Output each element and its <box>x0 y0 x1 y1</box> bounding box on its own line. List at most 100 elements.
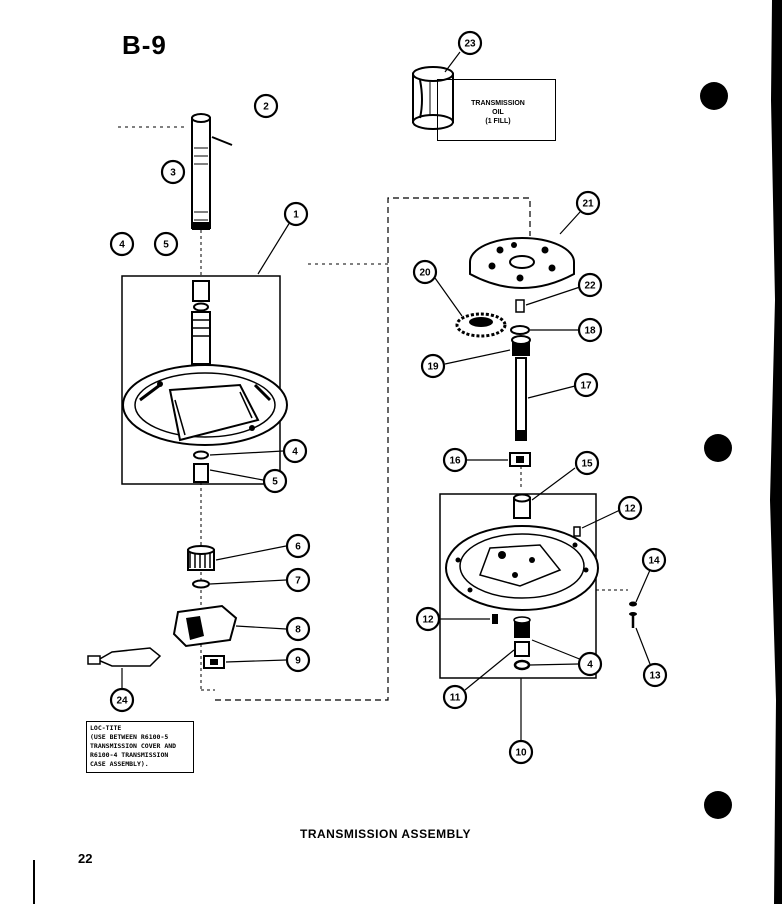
bracket-part <box>172 604 238 648</box>
callout-circle <box>109 231 135 257</box>
callout-circle <box>641 547 667 573</box>
callout-circle <box>442 684 468 710</box>
oil-can-icon <box>412 66 454 130</box>
callout-18: 18 <box>577 317 603 343</box>
callout-circle <box>160 159 186 185</box>
drive-pulley-part <box>469 237 575 289</box>
transmission-case-box <box>121 275 281 485</box>
callout-9: 9 <box>285 647 311 673</box>
callout-5: 5 <box>262 468 288 494</box>
callout-number: 22 <box>584 281 596 292</box>
callout-12: 12 <box>617 495 643 521</box>
callout-8: 8 <box>285 616 311 642</box>
callout-circle <box>415 606 441 632</box>
callout-number: 8 <box>295 625 301 636</box>
callout-circle <box>109 687 135 713</box>
callout-circle <box>420 353 446 379</box>
callout-number: 14 <box>648 556 660 567</box>
callout-number: 17 <box>580 381 592 392</box>
callout-circle <box>617 495 643 521</box>
binder-hole-top <box>700 82 728 110</box>
callout-number: 12 <box>422 615 434 626</box>
callout-number: 4 <box>292 447 298 458</box>
callout-number: 5 <box>272 477 278 488</box>
shaft-part <box>191 113 211 230</box>
callout-4: 4 <box>577 651 603 677</box>
callout-17: 17 <box>573 372 599 398</box>
callout-number: 18 <box>584 326 596 337</box>
callout-16: 16 <box>442 447 468 473</box>
binder-hole-middle <box>704 434 732 462</box>
note-line: CASE ASSEMBLY). <box>90 760 149 768</box>
pinion-gear-part <box>187 545 215 571</box>
callout-circle <box>577 272 603 298</box>
callout-number: 9 <box>295 656 301 667</box>
callout-circle <box>442 447 468 473</box>
callout-circle <box>282 438 308 464</box>
page-id: B-9 <box>122 30 167 60</box>
callout-circle <box>574 450 600 476</box>
note-line: R6100-4 TRANSMISSION <box>90 751 169 759</box>
transmission-cover-box <box>439 493 597 679</box>
callout-2: 2 <box>253 93 279 119</box>
callout-6: 6 <box>285 533 311 559</box>
callout-number: 2 <box>263 102 269 113</box>
page-right-edge <box>770 0 782 904</box>
callout-circle <box>412 259 438 285</box>
loc-tite-tube-icon <box>87 647 162 667</box>
note-line: TRANSMISSION COVER AND <box>90 742 177 750</box>
callout-number: 12 <box>624 504 636 515</box>
callout-21: 21 <box>575 190 601 216</box>
callout-circle <box>283 201 309 227</box>
transmission-case-part <box>122 311 288 446</box>
transmission-oil-label: TRANSMISSION OIL (1 FILL) <box>446 99 550 126</box>
drive-gear-part <box>455 312 507 338</box>
callout-1: 1 <box>283 201 309 227</box>
callout-number: 1 <box>293 210 299 221</box>
callout-24: 24 <box>109 687 135 713</box>
callout-number: 21 <box>582 199 594 210</box>
callout-20: 20 <box>412 259 438 285</box>
callout-number: 24 <box>116 696 128 707</box>
callout-11: 11 <box>442 684 468 710</box>
page-number: 22 <box>78 851 93 866</box>
callout-circle <box>573 372 599 398</box>
loc-tite-note-box: LOC-TITE (USE BETWEEN R6100-5 TRANSMISSI… <box>86 721 194 773</box>
callout-number: 4 <box>119 240 125 251</box>
oil-label-line: (1 FILL) <box>485 118 511 125</box>
callout-19: 19 <box>420 353 446 379</box>
transmission-oil-label-box <box>437 79 556 141</box>
callout-number: 11 <box>450 693 461 704</box>
callout-number: 6 <box>295 542 301 553</box>
callout-4: 4 <box>282 438 308 464</box>
callout-circle <box>285 567 311 593</box>
callout-circle <box>285 616 311 642</box>
callout-number: 7 <box>295 576 301 587</box>
callout-number: 5 <box>163 240 169 251</box>
callout-7: 7 <box>285 567 311 593</box>
callout-23: 23 <box>457 30 483 56</box>
diagram-caption: TRANSMISSION ASSEMBLY <box>300 827 471 841</box>
callout-15: 15 <box>574 450 600 476</box>
callout-circle <box>577 651 603 677</box>
oil-label-line: OIL <box>492 109 504 116</box>
callout-circle <box>285 647 311 673</box>
callout-circle <box>285 533 311 559</box>
oil-label-line: TRANSMISSION <box>471 100 525 107</box>
callout-13: 13 <box>642 662 668 688</box>
callout-number: 23 <box>464 39 476 50</box>
callout-12: 12 <box>415 606 441 632</box>
transmission-cover-part <box>445 525 599 611</box>
callout-number: 3 <box>170 168 176 179</box>
callout-number: 15 <box>581 459 593 470</box>
callout-number: 10 <box>515 748 527 759</box>
callout-circle <box>642 662 668 688</box>
callout-number: 20 <box>419 268 431 279</box>
callout-circle <box>253 93 279 119</box>
callout-circle <box>508 739 534 765</box>
callout-circle <box>577 317 603 343</box>
callout-22: 22 <box>577 272 603 298</box>
callout-number: 4 <box>587 660 593 671</box>
